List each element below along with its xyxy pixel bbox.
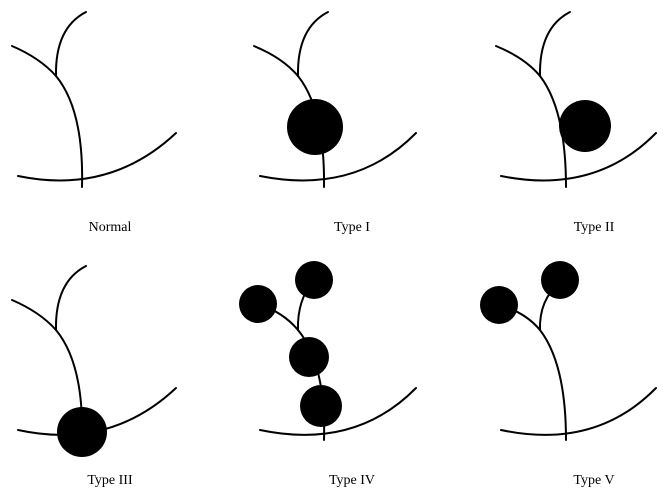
panel-type-v	[480, 261, 657, 441]
left-hepatic-duct	[11, 299, 57, 331]
intrahepatic-cyst-right	[541, 261, 579, 299]
common-bile-duct	[55, 75, 84, 188]
cyst	[287, 99, 343, 155]
cyst-common-duct-upper	[289, 337, 329, 377]
right-hepatic-duct	[296, 11, 329, 77]
bile-duct-curve	[259, 132, 417, 182]
right-hepatic-duct	[54, 265, 87, 331]
panel-normal	[11, 11, 177, 188]
panel-label-type-ii: Type II	[573, 220, 615, 235]
diverticulum-cyst	[559, 100, 611, 152]
panel-label-normal: Normal	[88, 220, 132, 235]
left-hepatic-duct	[11, 45, 57, 77]
choledochocele-cyst	[57, 407, 107, 457]
panel-label-type-iii: Type III	[87, 473, 133, 488]
intrahepatic-cyst-left	[480, 286, 518, 324]
left-hepatic-duct	[253, 45, 299, 77]
cyst-common-duct-lower	[300, 385, 342, 427]
left-hepatic-duct	[495, 45, 541, 77]
panel-type-iv	[239, 261, 417, 441]
right-hepatic-duct	[538, 11, 571, 77]
panel-type-iii	[11, 265, 177, 457]
panel-label-type-iv: Type IV	[328, 473, 376, 488]
panel-type-i	[253, 11, 417, 188]
common-bile-duct	[539, 329, 567, 441]
bile-duct-curve	[500, 132, 657, 182]
bile-duct-curve	[500, 387, 657, 436]
panel-label-type-v: Type V	[573, 473, 615, 488]
panel-label-type-i: Type I	[334, 220, 370, 235]
bile-duct-curve	[17, 132, 177, 182]
right-hepatic-duct	[54, 11, 87, 77]
cyst-left-hepatic	[239, 285, 277, 323]
cyst-right-hepatic	[295, 261, 333, 299]
bile-duct-curve	[259, 387, 417, 436]
panel-type-ii	[495, 11, 657, 188]
common-bile-duct	[539, 75, 567, 188]
